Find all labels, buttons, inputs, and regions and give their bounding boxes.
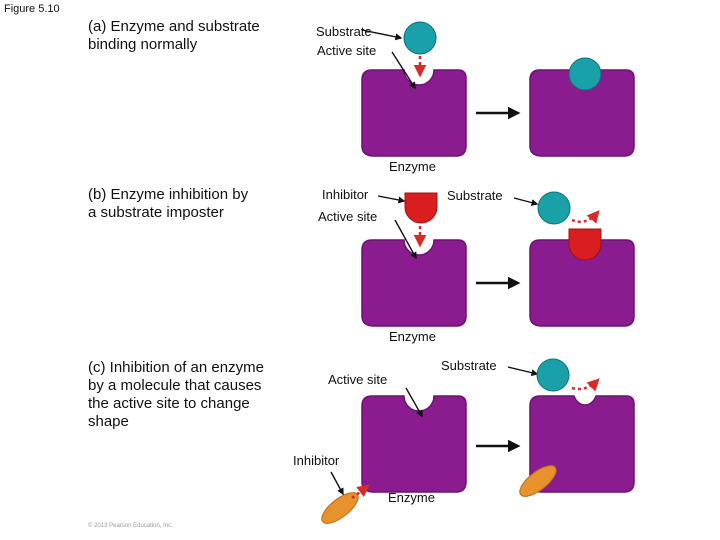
panel-c-rejected-arrow	[571, 378, 600, 392]
panel-b-inhibitor-molecule	[404, 192, 438, 224]
panel-a-enzyme	[361, 69, 467, 157]
panel-a-title-line2: binding normally	[88, 36, 198, 53]
panel-c-substrate-molecule	[536, 358, 570, 392]
panel-b-rejected-arrow	[571, 210, 600, 224]
panel-b-active-site-pointer	[394, 219, 417, 260]
panel-a-enzyme-label: Enzyme	[389, 159, 436, 174]
copyright-notice: © 2013 Pearson Education, Inc.	[88, 523, 173, 529]
panel-b-substrate-label: Substrate	[447, 188, 503, 203]
panel-c-title-line4: shape	[88, 413, 129, 430]
panel-b-active-site-label: Active site	[318, 209, 378, 224]
panel-c-active-site-label: Active site	[328, 372, 388, 387]
panel-c-title-line2: by a molecule that causes	[88, 377, 262, 394]
panel-c-title-line3: the active site to change	[88, 395, 250, 412]
panel-c-inhibitor-pointer	[330, 471, 344, 496]
panel-c-enzyme-label: Enzyme	[388, 490, 435, 505]
panel-c-bound-allosteric-inhibitor	[519, 465, 557, 497]
panel-b-inhibitor-pointer	[377, 195, 406, 204]
panel-a-bound-substrate	[568, 57, 602, 91]
panel-a-substrate-molecule	[403, 21, 437, 55]
panel-b-title: (b) Enzyme inhibition by a substrate imp…	[88, 186, 248, 222]
panel-a-substrate-pointer	[361, 29, 403, 41]
panel-a-active-site-pointer	[391, 51, 416, 90]
panel-c-allosteric-inhibitor	[321, 492, 359, 524]
panel-a-substrate-label: Substrate	[316, 24, 372, 39]
panel-b-substrate-pointer	[513, 197, 539, 206]
panel-a-title-line1: (a) Enzyme and substrate	[88, 18, 260, 35]
figure-label: Figure 5.10	[4, 3, 60, 15]
panel-a-title: (a) Enzyme and substrate binding normall…	[88, 18, 260, 54]
panel-b-inhibitor-label: Inhibitor	[322, 187, 369, 202]
panel-b-substrate-molecule	[537, 191, 571, 225]
panel-b-enzyme	[361, 239, 467, 327]
panel-a-active-site-label: Active site	[317, 43, 377, 58]
panel-b-title-line1: (b) Enzyme inhibition by	[88, 186, 249, 203]
panel-c-substrate-label: Substrate	[441, 358, 497, 373]
panel-b-bound-inhibitor	[568, 228, 602, 261]
panel-b-enzyme-label: Enzyme	[389, 329, 436, 344]
panel-c-inhibitor-label: Inhibitor	[293, 453, 340, 468]
panel-c-title: (c) Inhibition of an enzyme by a molecul…	[88, 359, 264, 431]
panel-c-substrate-pointer	[507, 366, 539, 377]
panel-b-title-line2: a substrate imposter	[88, 204, 224, 221]
panel-c-active-site-pointer	[405, 387, 423, 418]
panel-c-enzyme	[361, 395, 467, 493]
panel-c-title-line1: (c) Inhibition of an enzyme	[88, 359, 264, 376]
